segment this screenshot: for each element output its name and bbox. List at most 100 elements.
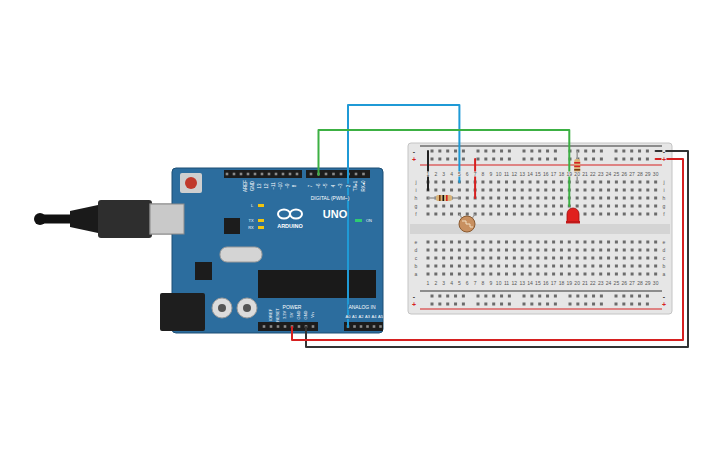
breadboard-hole — [623, 265, 626, 268]
breadboard-hole — [622, 150, 625, 153]
breadboard-hole — [474, 205, 477, 208]
pin-label: 2 — [346, 184, 351, 188]
breadboard-hole — [576, 265, 579, 268]
breadboard-hole — [462, 150, 465, 153]
breadboard-hole — [484, 303, 487, 306]
breadboard-hole — [646, 249, 649, 252]
column-number: 11 — [503, 172, 509, 177]
breadboard-hole — [513, 273, 516, 276]
breadboard-hole — [631, 197, 634, 200]
column-number: 20 — [574, 281, 581, 286]
breadboard-hole — [497, 249, 500, 252]
breadboard-hole — [591, 189, 594, 192]
breadboard-hole — [481, 257, 484, 260]
breadboard-hole — [536, 273, 539, 276]
breadboard-hole — [554, 158, 557, 161]
breadboard-hole — [536, 241, 539, 244]
arduino-board — [306, 170, 370, 178]
breadboard-hole — [497, 257, 500, 260]
breadboard-hole — [538, 295, 541, 298]
breadboard-hole — [654, 189, 657, 192]
breadboard-hole — [615, 150, 618, 153]
breadboard-hole — [599, 189, 602, 192]
breadboard-hole — [630, 158, 633, 161]
resistor — [574, 166, 580, 168]
breadboard-hole — [442, 189, 445, 192]
led-label: TX — [248, 219, 254, 223]
arduino-board — [258, 204, 264, 207]
breadboard-hole — [427, 257, 430, 260]
column-number: 20 — [574, 172, 581, 177]
arduino-board — [278, 210, 290, 219]
column-number: 5 — [458, 172, 462, 177]
breadboard-hole — [615, 213, 618, 216]
breadboard-hole — [552, 205, 555, 208]
breadboard-hole — [568, 249, 571, 252]
breadboard-hole — [591, 197, 594, 200]
breadboard-hole — [654, 213, 657, 216]
breadboard-hole — [530, 295, 533, 298]
row-letter: b — [662, 264, 666, 269]
breadboard-hole — [481, 241, 484, 244]
header-pin — [226, 173, 229, 176]
breadboard-hole — [500, 150, 503, 153]
breadboard-hole — [646, 241, 649, 244]
column-number: 6 — [465, 281, 469, 286]
breadboard-hole — [576, 241, 579, 244]
column-number: 15 — [535, 172, 542, 177]
breadboard-hole — [474, 257, 477, 260]
breadboard-hole — [599, 273, 602, 276]
usb-cable — [150, 204, 184, 234]
breadboard-hole — [523, 295, 526, 298]
breadboard-hole — [484, 150, 487, 153]
column-number: 4 — [450, 172, 454, 177]
breadboard-hole — [615, 205, 618, 208]
column-number: 24 — [605, 281, 612, 286]
breadboard-hole — [576, 273, 579, 276]
power-wire — [292, 159, 683, 340]
breadboard-hole — [466, 197, 469, 200]
column-number: 13 — [519, 172, 526, 177]
breadboard-hole — [623, 213, 626, 216]
breadboard-hole — [560, 257, 563, 260]
breadboard-hole — [529, 213, 532, 216]
breadboard-hole — [466, 181, 469, 184]
breadboard-hole — [538, 303, 541, 306]
breadboard-hole — [505, 249, 508, 252]
breadboard-hole — [484, 158, 487, 161]
column-number: 22 — [590, 281, 597, 286]
breadboard-hole — [489, 241, 492, 244]
breadboard-hole — [646, 273, 649, 276]
breadboard-hole — [599, 181, 602, 184]
breadboard-hole — [638, 257, 641, 260]
breadboard-hole — [481, 265, 484, 268]
breadboard-hole — [505, 257, 508, 260]
header-pin — [284, 325, 287, 328]
column-number: 30 — [652, 172, 659, 177]
breadboard-hole — [489, 197, 492, 200]
breadboard-hole — [462, 158, 465, 161]
breadboard-hole — [454, 295, 457, 298]
breadboard-hole — [450, 257, 453, 260]
breadboard-hole — [492, 158, 495, 161]
breadboard-hole — [607, 181, 610, 184]
breadboard-hole — [497, 197, 500, 200]
breadboard-hole — [481, 273, 484, 276]
breadboard-hole — [554, 150, 557, 153]
header-pin — [362, 173, 365, 176]
row-letter: c — [662, 256, 666, 261]
breadboard-hole — [576, 257, 579, 260]
pin-label: GND — [304, 310, 308, 320]
column-number: 4 — [450, 281, 454, 286]
rail-sign: + — [661, 301, 666, 308]
breadboard-hole — [508, 158, 511, 161]
breadboard-hole — [654, 273, 657, 276]
led — [566, 208, 580, 224]
header-pin — [340, 173, 343, 176]
breadboard-hole — [474, 249, 477, 252]
column-number: 9 — [489, 281, 493, 286]
breadboard-hole — [615, 189, 618, 192]
breadboard-hole — [591, 205, 594, 208]
pin-label: A5 — [378, 315, 384, 319]
breadboard-hole — [544, 189, 547, 192]
